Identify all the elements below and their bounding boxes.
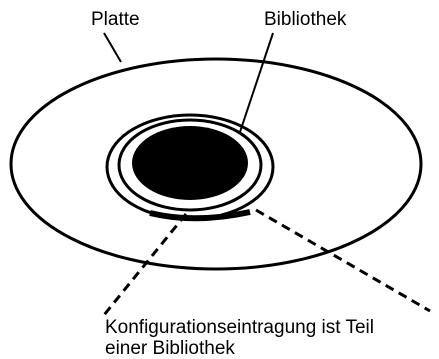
platte-leader-line bbox=[104, 33, 121, 62]
config-entry-label-line2: einer Bibliothek bbox=[105, 339, 235, 359]
config-entry-label-line1: Konfigurationseintragung ist Teil bbox=[105, 318, 374, 338]
bibliothek-label: Bibliothek bbox=[264, 10, 346, 30]
platte-label: Platte bbox=[91, 10, 140, 30]
hub-center bbox=[132, 126, 248, 200]
